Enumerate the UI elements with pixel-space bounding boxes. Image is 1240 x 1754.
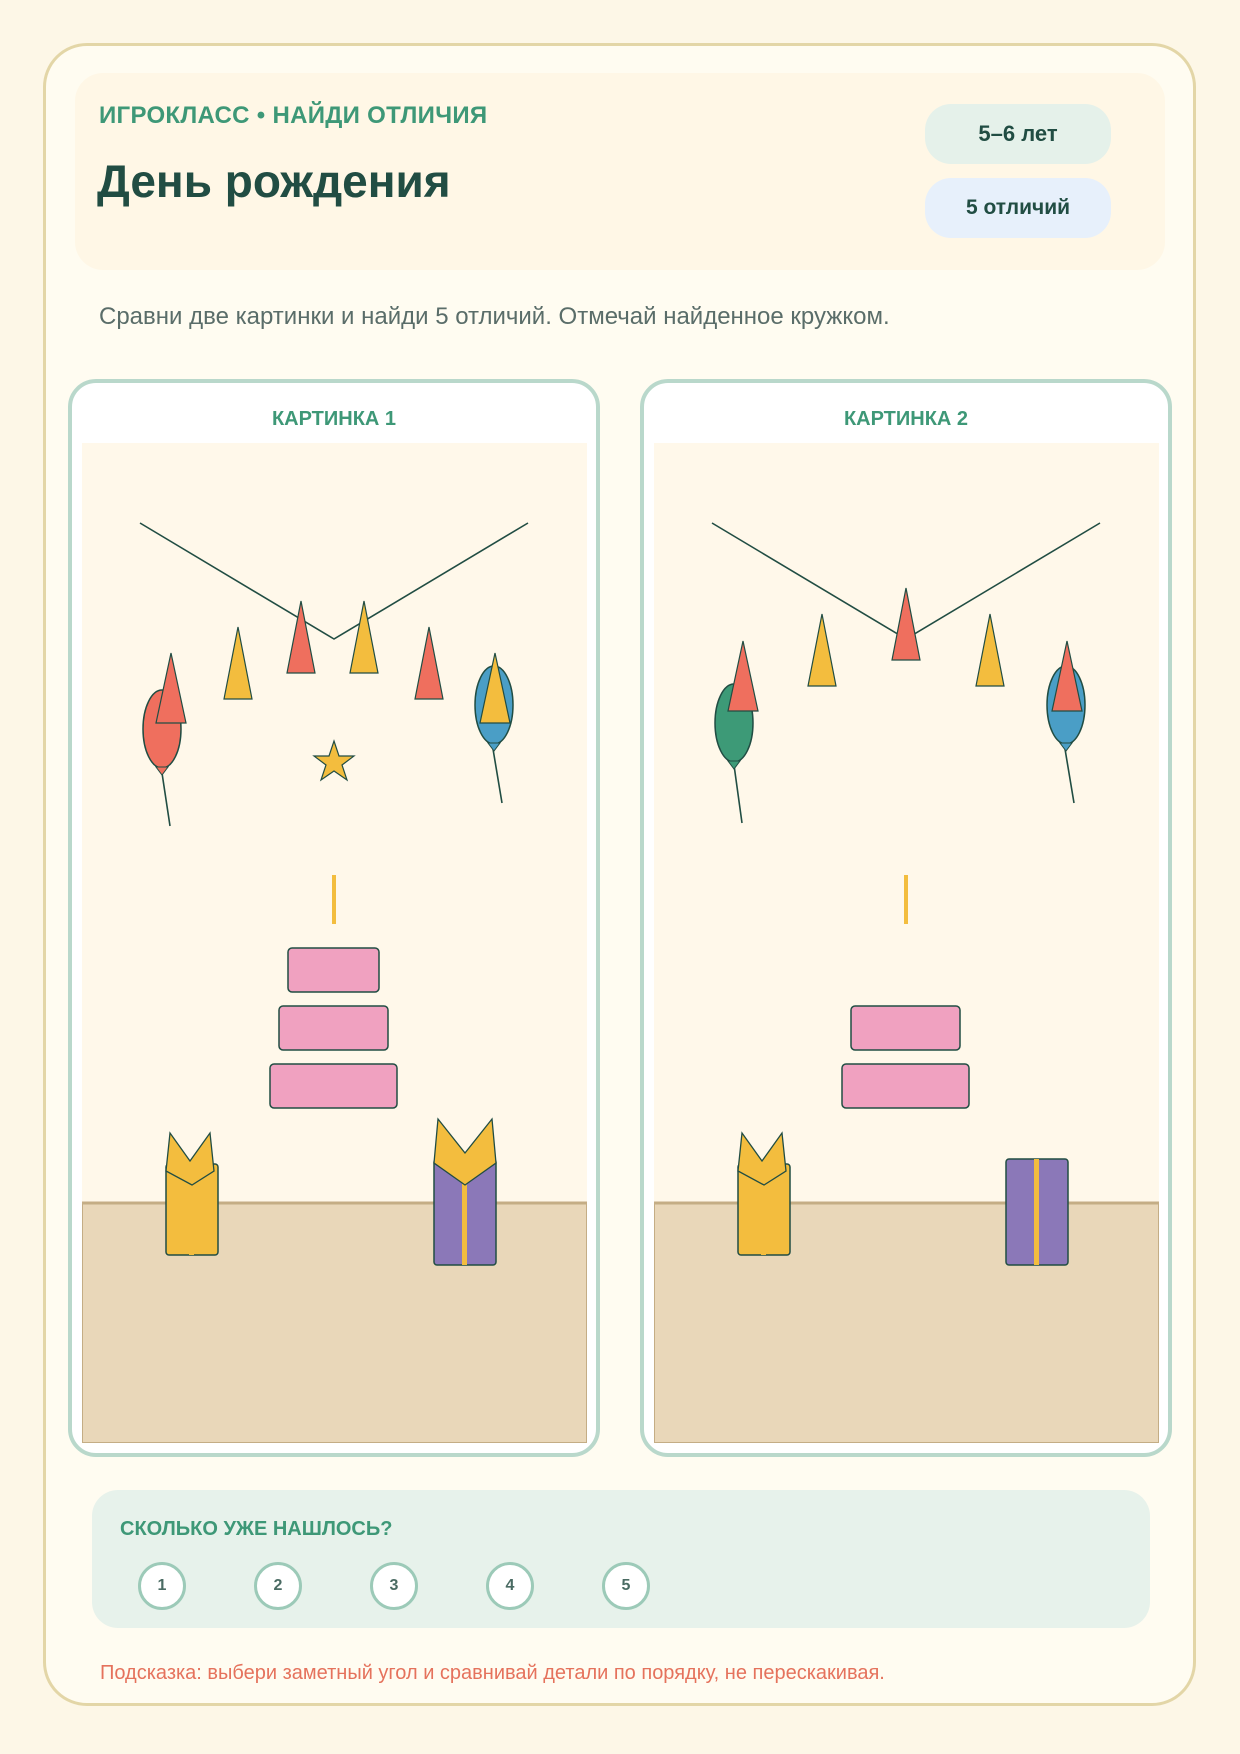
counter-circle-2[interactable]: 2 — [254, 1562, 302, 1610]
instructions-text: Сравни две картинки и найди 5 отличий. О… — [99, 303, 890, 330]
header-kicker: ИГРОКЛАСС • НАЙДИ ОТЛИЧИЯ — [99, 102, 488, 129]
counter-circle-5[interactable]: 5 — [602, 1562, 650, 1610]
cake-tier-top — [287, 947, 380, 993]
scene-1[interactable] — [82, 443, 587, 1443]
pennant — [479, 652, 511, 724]
gift-bow-icon — [737, 1131, 787, 1186]
panel-label-1: КАРТИНКА 1 — [271, 408, 397, 430]
balloon-knot — [155, 766, 169, 776]
cake-tier-bottom — [269, 1063, 398, 1109]
pennant — [349, 600, 379, 674]
gift-bow-icon — [165, 1131, 215, 1186]
floor — [82, 1202, 587, 1443]
balloon-string — [161, 772, 171, 827]
found-counter-card: СКОЛЬКО УЖЕ НАШЛОСЬ? 1 2 3 4 5 — [92, 1490, 1150, 1628]
pennant — [807, 613, 837, 687]
counter-circle-4[interactable]: 4 — [486, 1562, 534, 1610]
pennant — [155, 652, 187, 724]
counter-circle-3[interactable]: 3 — [370, 1562, 418, 1610]
balloon-string — [1063, 742, 1075, 804]
cake-tier-middle — [850, 1005, 961, 1051]
page-title: День рождения — [97, 155, 451, 207]
floor — [654, 1202, 1159, 1443]
balloon-string — [491, 742, 503, 804]
differences-count-badge: 5 отличий — [925, 178, 1111, 238]
counter-circle-1[interactable]: 1 — [138, 1562, 186, 1610]
hint-text: Подсказка: выбери заметный угол и сравни… — [100, 1662, 885, 1684]
garland-string — [139, 522, 529, 640]
gift-ribbon — [761, 1164, 766, 1255]
pennant — [727, 640, 759, 712]
age-badge: 5–6 лет — [925, 104, 1111, 164]
balloon-knot — [727, 760, 741, 770]
picture-panel-1: КАРТИНКА 1 — [68, 379, 600, 1457]
pennant — [975, 613, 1005, 687]
pennant — [223, 626, 253, 700]
balloon-knot — [487, 742, 501, 752]
panel-label-2: КАРТИНКА 2 — [843, 408, 969, 430]
gift-ribbon — [189, 1164, 194, 1255]
counter-title: СКОЛЬКО УЖЕ НАШЛОСЬ? — [120, 1518, 393, 1540]
cake-tier-bottom — [841, 1063, 970, 1109]
cake-tier-middle — [278, 1005, 389, 1051]
pennant — [891, 587, 921, 661]
scene-2[interactable] — [654, 443, 1159, 1443]
pennant — [286, 600, 316, 674]
pennant — [414, 626, 444, 700]
gift-ribbon — [1034, 1159, 1039, 1265]
pennant — [1051, 640, 1083, 712]
star-icon — [312, 739, 356, 782]
gift-bow-icon — [433, 1117, 497, 1186]
balloon-string — [733, 764, 743, 824]
picture-panel-2: КАРТИНКА 2 — [640, 379, 1172, 1457]
gift-ribbon — [462, 1159, 467, 1265]
balloon-knot — [1059, 742, 1073, 752]
